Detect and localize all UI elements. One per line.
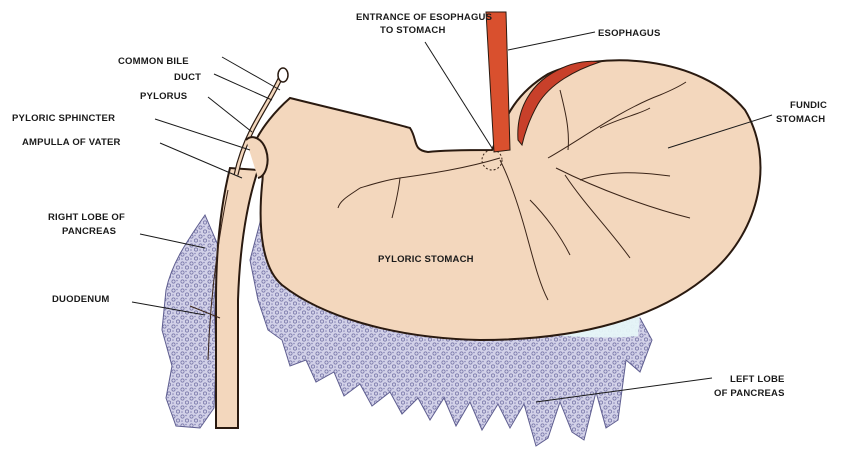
label-common-bile-duct-line1: COMMON BILE <box>118 56 189 67</box>
label-ampulla-of-vater: AMPULLA OF VATER <box>22 137 121 148</box>
right-lobe-pancreas <box>162 215 220 428</box>
label-entrance-esophagus-line2: TO STOMACH <box>380 25 446 36</box>
label-left-lobe-pancreas-line1: LEFT LOBE <box>730 374 785 385</box>
label-pyloric-sphincter: PYLORIC SPHINCTER <box>12 113 115 124</box>
label-entrance-esophagus-line1: ENTRANCE OF ESOPHAGUS <box>356 12 492 23</box>
label-fundic-stomach-line2: STOMACH <box>776 114 825 125</box>
label-left-lobe-pancreas-line2: OF PANCREAS <box>714 388 785 399</box>
label-right-lobe-pancreas-line1: RIGHT LOBE OF <box>48 212 125 223</box>
label-common-bile-duct-line2: DUCT <box>174 72 201 83</box>
label-esophagus: ESOPHAGUS <box>598 28 661 39</box>
label-pyloric-stomach: PYLORIC STOMACH <box>378 254 474 265</box>
label-right-lobe-pancreas-line2: PANCREAS <box>62 226 116 237</box>
label-duodenum: DUODENUM <box>52 294 110 305</box>
label-fundic-stomach-line1: FUNDIC <box>790 100 827 111</box>
esophagus <box>486 12 510 152</box>
label-pylorus: PYLORUS <box>140 91 187 102</box>
